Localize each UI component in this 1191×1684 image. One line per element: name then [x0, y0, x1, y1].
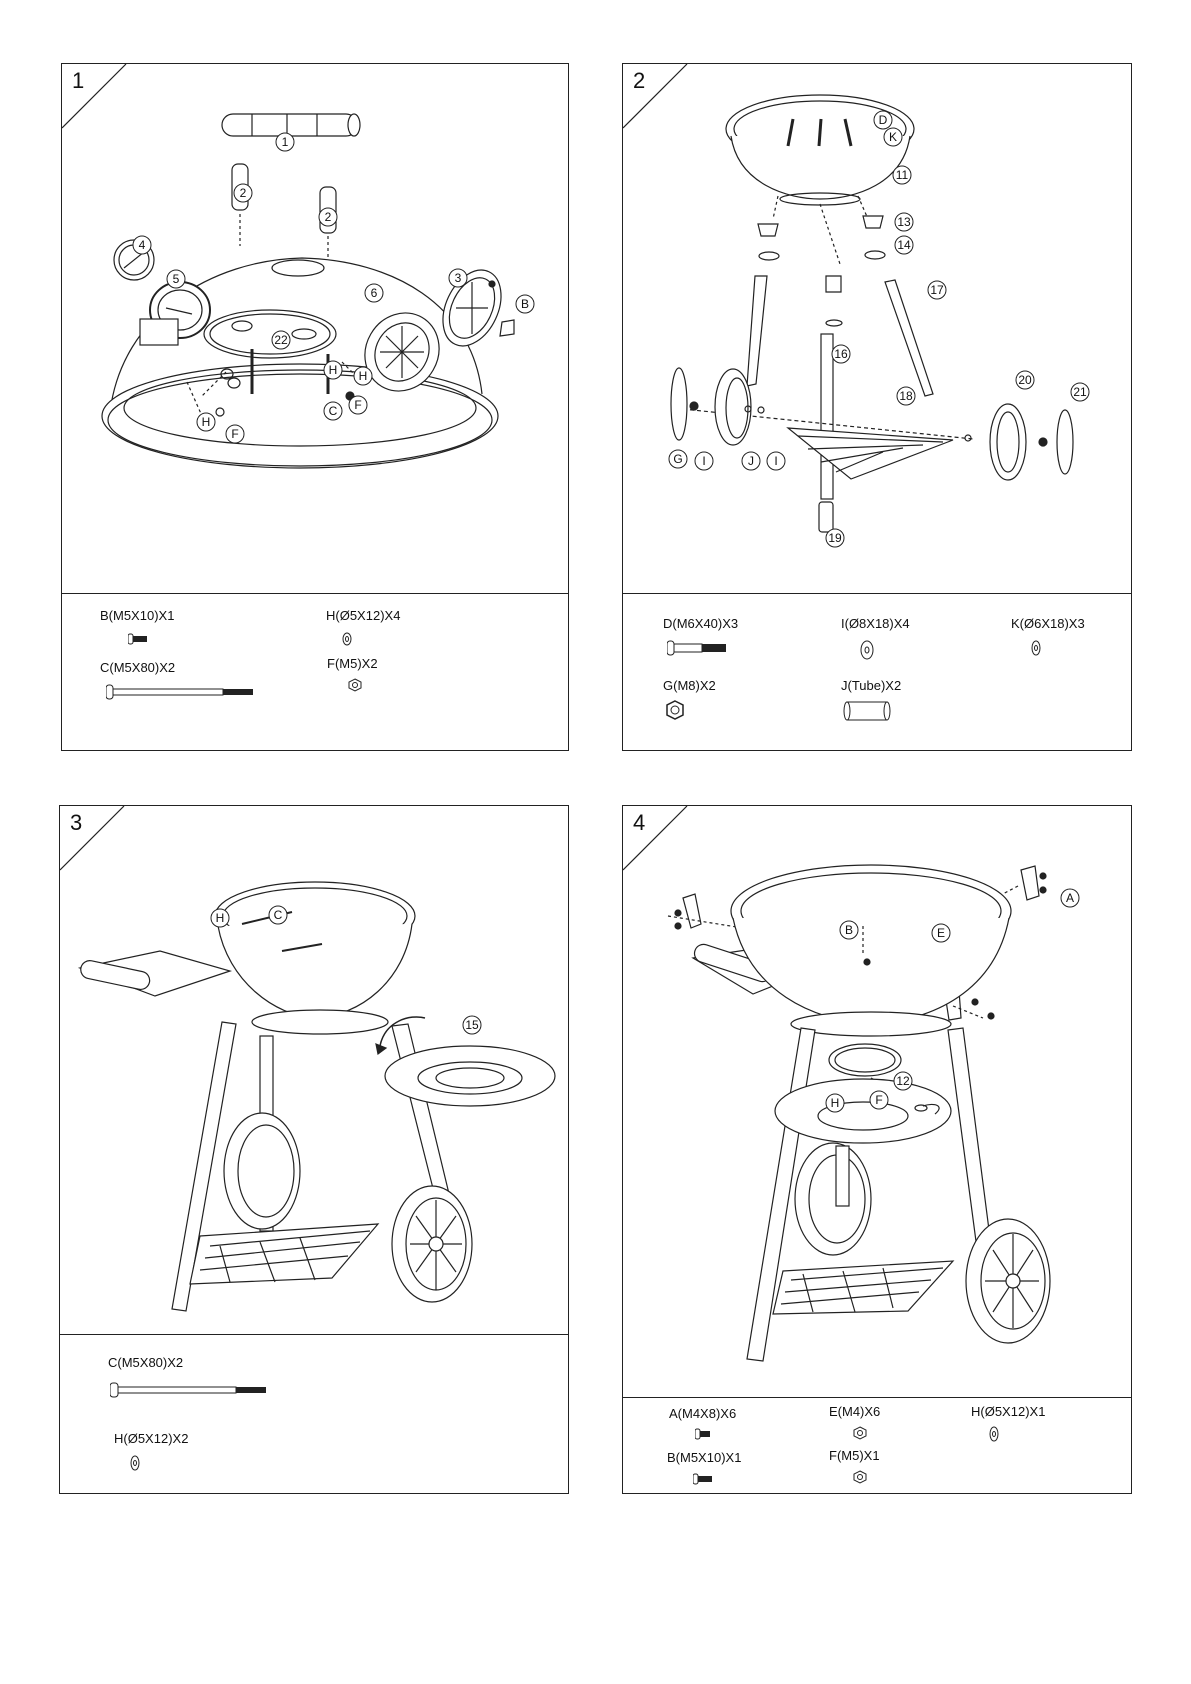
grill-bowl: [731, 865, 1011, 1036]
hardware-label: F(M5)X1: [829, 1448, 880, 1463]
callout-label: 18: [899, 389, 913, 403]
callout-label: 16: [834, 347, 848, 361]
step-4-panel: 4: [622, 805, 1132, 1494]
callout-label: 22: [274, 333, 288, 347]
washer-icon: [128, 1455, 142, 1471]
long-bolt-icon: [110, 1381, 270, 1399]
bolt-icon: [667, 640, 729, 656]
callout-label: E: [937, 926, 945, 940]
hardware-label: F(M5)X2: [327, 656, 378, 671]
callout-label: H: [359, 369, 368, 383]
callout-label: 21: [1073, 385, 1087, 399]
grill-bowl: [215, 882, 415, 1034]
long-bolt-icon: [106, 684, 256, 700]
hardware-label: A(M4X8)X6: [669, 1406, 736, 1421]
short-bolt-icon: [695, 1428, 713, 1440]
ash-tray: [385, 1046, 555, 1106]
callout-label: I: [702, 454, 705, 468]
callout-label: H: [202, 415, 211, 429]
lid-assembly-diagram: 1 2 2 4 5 6 22 3 B H H H C F F: [62, 64, 570, 594]
step-1-panel: 1: [61, 63, 569, 751]
callout-label: H: [216, 911, 225, 925]
lid-handle: [222, 114, 360, 136]
hardware-label: H(Ø5X12)X4: [326, 608, 400, 623]
short-bolt-icon: [128, 632, 150, 646]
callout-label: 3: [455, 271, 462, 285]
leg-left: [747, 276, 767, 386]
hardware-label: H(Ø5X12)X1: [971, 1404, 1045, 1419]
hardware-label: G(M8)X2: [663, 678, 716, 693]
callout-label: A: [1066, 891, 1074, 905]
washer-icon: [859, 640, 875, 660]
callout-label: J: [748, 454, 754, 468]
callout-label: 14: [897, 238, 911, 252]
short-bolt-icon: [693, 1472, 715, 1486]
hardware-label: C(M5X80)X2: [100, 660, 175, 675]
side-handle: [79, 951, 230, 996]
tube-icon: [843, 700, 891, 722]
hardware-label: K(Ø6X18)X3: [1011, 616, 1085, 631]
leg-assembly-diagram: D K 11 13 14 17 16 18 20 21 G I J I 19: [623, 64, 1133, 594]
leg-center: [821, 334, 833, 499]
callout-label: G: [673, 452, 682, 466]
callout-label: F: [231, 427, 238, 441]
nut-icon: [348, 678, 362, 692]
callout-label: B: [521, 297, 529, 311]
wheel-front: [392, 1186, 472, 1302]
callout-label: 11: [896, 168, 909, 182]
hardware-label: H(Ø5X12)X2: [114, 1431, 188, 1446]
callout-label: 4: [139, 238, 146, 252]
step-2-panel: 2: [622, 63, 1132, 751]
step-3-panel: 3: [59, 805, 569, 1494]
nut-icon: [853, 1426, 867, 1440]
wheel-front: [966, 1219, 1050, 1343]
callout-label: K: [889, 130, 897, 144]
hardware-label: E(M4)X6: [829, 1404, 880, 1419]
hardware-list: A(M4X8)X6 E(M4)X6 H(Ø5X12)X1 B(M5X10)X1 …: [623, 1397, 1131, 1493]
callout-label: I: [774, 454, 777, 468]
callout-label: B: [845, 923, 853, 937]
callout-label: 13: [897, 215, 911, 229]
handle-and-ashtray-diagram: H C 15: [60, 806, 570, 1336]
callout-label: 1: [282, 135, 289, 149]
callout-label: 2: [325, 210, 332, 224]
hardware-label: C(M5X80)X2: [108, 1355, 183, 1370]
nut-icon: [853, 1470, 867, 1484]
lid-hook-right: [1021, 866, 1039, 900]
hardware-list: D(M6X40)X3 I(Ø8X18)X4 K(Ø6X18)X3 G(M8)X2…: [623, 593, 1131, 750]
hardware-label: I(Ø8X18)X4: [841, 616, 910, 631]
callout-label: C: [329, 404, 338, 418]
callout-label: 6: [371, 286, 378, 300]
hardware-list: B(M5X10)X1 H(Ø5X12)X4 C(M5X80)X2 F(M5)X2: [62, 593, 568, 750]
hardware-label: J(Tube)X2: [841, 678, 901, 693]
hardware-list: C(M5X80)X2 H(Ø5X12)X2: [60, 1334, 568, 1493]
callout-label: 5: [173, 272, 180, 286]
callout-label: 17: [930, 283, 944, 297]
nut-icon: [665, 700, 685, 720]
hooks-and-grate-diagram: A B E 12 H F: [623, 806, 1133, 1406]
leg-right: [885, 280, 933, 396]
callout-label: 12: [896, 1074, 910, 1088]
callout-label: C: [274, 908, 283, 922]
hardware-label: B(M5X10)X1: [667, 1450, 741, 1465]
callout-label: F: [875, 1093, 882, 1107]
callout-label: 15: [465, 1018, 479, 1032]
callout-label: H: [831, 1096, 840, 1110]
lid-hook-left: [683, 894, 701, 928]
hardware-label: B(M5X10)X1: [100, 608, 174, 623]
callout-label: 20: [1018, 373, 1032, 387]
washer-icon: [987, 1426, 1001, 1442]
callout-label: F: [354, 398, 361, 412]
callout-label: D: [879, 113, 888, 127]
callout-label: H: [329, 363, 338, 377]
hardware-label: D(M6X40)X3: [663, 616, 738, 631]
callout-label: 19: [828, 531, 842, 545]
callout-label: 2: [240, 186, 247, 200]
washer-icon: [340, 632, 354, 646]
washer-icon: [1029, 640, 1043, 656]
